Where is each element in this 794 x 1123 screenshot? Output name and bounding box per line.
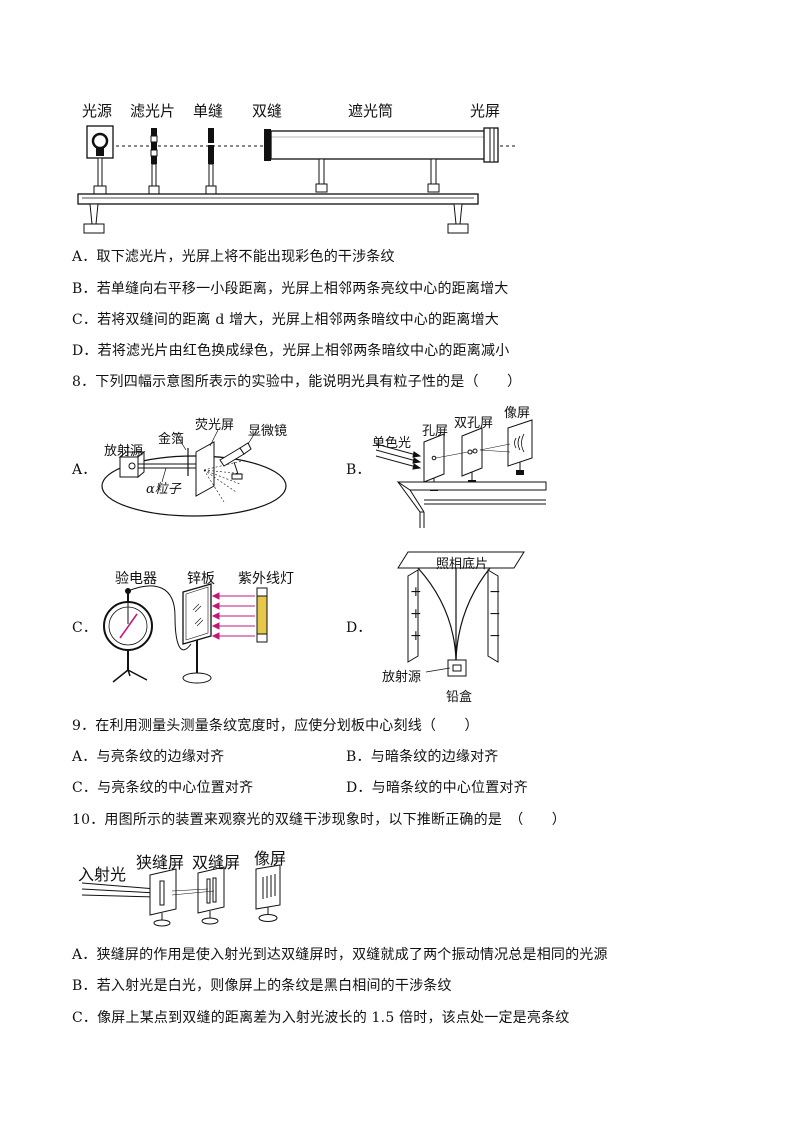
q9-stem: 9．在利用测量头测量条纹宽度时，应使分划板中心刻线（ ） bbox=[72, 718, 479, 734]
photoelectric-figure: 验电器 锌板 紫外线灯 bbox=[95, 566, 305, 691]
q7-option-d: D．若将滤光片由红色换成绿色，光屏上相邻两条暗纹中心的距离减小 bbox=[72, 343, 510, 359]
label-photo-film: 照相底片 bbox=[436, 557, 489, 572]
q10-option-b: B．若入射光是白光，则像屏上的条纹是黑白相间的干涉条纹 bbox=[72, 978, 452, 994]
q7-option-b: B．若单缝向右平移一小段距离，光屏上相邻两条亮纹中心的距离增大 bbox=[72, 281, 509, 297]
label-light-source: 光源 bbox=[82, 102, 113, 120]
label-double-slit-screen: 双缝屏 bbox=[192, 853, 241, 872]
photoelectric-drawing bbox=[103, 583, 268, 684]
label-double-slit: 双缝 bbox=[252, 102, 283, 120]
q9-option-b: B．与暗条纹的边缘对齐 bbox=[346, 749, 499, 765]
q9-option-d: D．与暗条纹的中心位置对齐 bbox=[346, 780, 528, 796]
slit-interference-figure: 入射光 狭缝屏 双缝屏 像屏 bbox=[76, 843, 306, 933]
q7-option-a: A．取下滤光片，光屏上将不能出现彩色的干涉条纹 bbox=[72, 249, 395, 265]
label-radio-source: 放射源 bbox=[104, 444, 144, 459]
q10-option-a: A．狭缝屏的作用是使入射光到达双缝屏时，双缝就成了两个振动情况总是相同的光源 bbox=[72, 947, 608, 963]
label-gold-foil: 金箔 bbox=[158, 432, 185, 447]
apparatus-drawing bbox=[77, 125, 518, 234]
minus-sign-3: − bbox=[489, 628, 501, 644]
q7-option-c: C．若将双缝间的距离 d 增大，光屏上相邻两条暗纹中心的距离增大 bbox=[72, 312, 499, 328]
q9-option-c: C．与亮条纹的中心位置对齐 bbox=[72, 780, 254, 796]
q8-marker-c: C． bbox=[72, 620, 98, 636]
label-hole-screen: 孔屏 bbox=[422, 424, 449, 439]
minus-sign-1: − bbox=[489, 584, 501, 600]
label-incident-light: 入射光 bbox=[78, 865, 127, 884]
label-radiation-source: 放射源 bbox=[382, 670, 422, 685]
minus-sign-2: − bbox=[489, 606, 501, 622]
label-fluorescent-screen: 荧光屏 bbox=[195, 418, 235, 433]
q8-marker-b: B． bbox=[346, 462, 371, 478]
alpha-scattering-figure: 放射源 金箔 荧光屏 显微镜 α粒子 bbox=[96, 412, 296, 524]
label-alpha-particle: α粒子 bbox=[146, 482, 181, 497]
label-zinc-plate: 锌板 bbox=[187, 571, 215, 587]
label-filter: 滤光片 bbox=[130, 102, 176, 120]
label-monochromatic-light: 单色光 bbox=[372, 436, 412, 451]
double-hole-drawing bbox=[375, 419, 547, 528]
radiation-deflection-drawing bbox=[397, 551, 525, 677]
slit-interference-drawing bbox=[81, 864, 281, 927]
q8-marker-a: A． bbox=[72, 462, 97, 478]
label-uv-lamp: 紫外线灯 bbox=[238, 571, 294, 587]
label-image-screen: 像屏 bbox=[504, 406, 531, 421]
label-electroscope: 验电器 bbox=[115, 571, 157, 587]
label-lead-box: 铅盒 bbox=[446, 690, 473, 705]
label-double-hole-screen: 双孔屏 bbox=[454, 416, 494, 431]
plus-sign-1: + bbox=[410, 584, 422, 600]
radiation-deflection-figure: + + + − − − 照相底片 放射源 铅盒 bbox=[380, 548, 530, 708]
double-hole-figure: 单色光 孔屏 双孔屏 像屏 bbox=[370, 400, 550, 535]
label-microscope: 显微镜 bbox=[248, 424, 288, 439]
q10-option-c: C．像屏上某点到双缝的距离差为入射光波长的 1.5 倍时，该点处一定是亮条纹 bbox=[72, 1010, 570, 1026]
label-screen: 光屏 bbox=[470, 102, 501, 120]
double-slit-apparatus-figure: 光源 滤光片 单缝 双缝 遮光筒 光屏 bbox=[70, 96, 530, 241]
label-image-screen-q10: 像屏 bbox=[254, 849, 287, 868]
plus-sign-2: + bbox=[410, 606, 422, 622]
label-shade-tube: 遮光筒 bbox=[348, 102, 394, 120]
alpha-scattering-drawing bbox=[101, 427, 287, 517]
q10-stem: 10．用图所示的装置来观察光的双缝干涉现象时，以下推断正确的是 （ ） bbox=[72, 812, 567, 828]
label-slit-screen: 狭缝屏 bbox=[136, 853, 185, 872]
q9-option-a: A．与亮条纹的边缘对齐 bbox=[72, 749, 225, 765]
q8-stem: 8．下列四幅示意图所表示的实验中，能说明光具有粒子性的是（ ） bbox=[72, 374, 522, 390]
plus-sign-3: + bbox=[410, 628, 422, 644]
q8-marker-d: D． bbox=[346, 620, 372, 636]
label-single-slit: 单缝 bbox=[193, 102, 224, 120]
